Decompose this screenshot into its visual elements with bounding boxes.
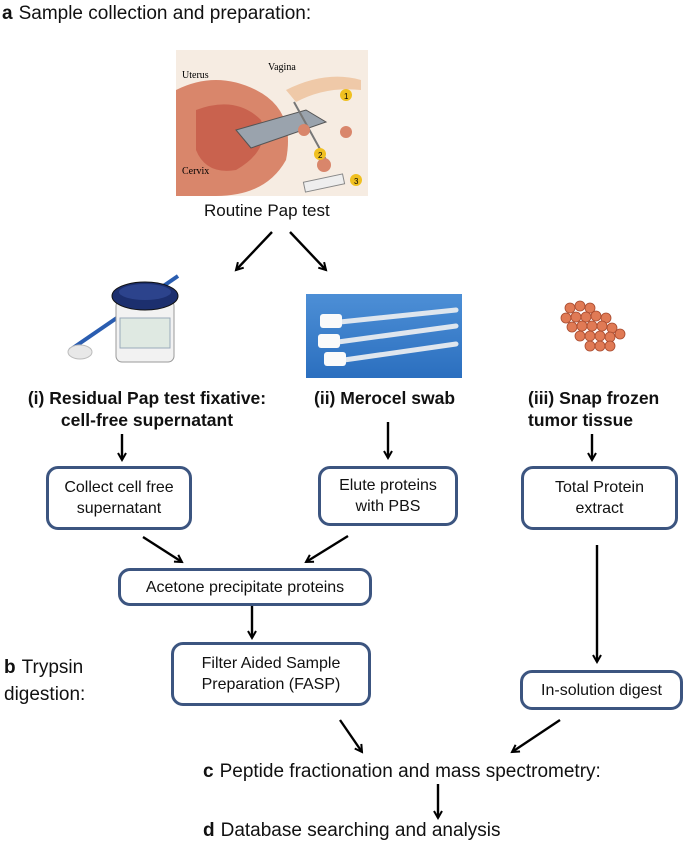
arrow-fasp-to-c [339, 719, 362, 752]
section-c-letter: c [203, 761, 214, 782]
collect-supernatant-box: Collect cell free supernatant [46, 466, 192, 530]
collect-box-line2: supernatant [76, 500, 162, 517]
section-a-text: Sample collection and preparation: [18, 3, 312, 24]
acetone-precipitate-box: Acetone precipitate proteins [118, 568, 372, 606]
merocel-swab-image [306, 294, 462, 378]
elute-box-line2: with PBS [355, 498, 421, 515]
tumor-tissue-image [560, 300, 626, 352]
section-d-letter: d [203, 820, 215, 841]
total-box-line2: extract [575, 500, 624, 517]
section-b-line1: Trypsin [21, 657, 84, 678]
branch-iii-label: (iii) Snap frozen tumor tissue [528, 387, 659, 431]
total-box-line1: Total Protein [555, 479, 644, 496]
elute-box-line1: Elute proteins [339, 477, 437, 494]
pap-test-illustration: 1 2 3 Uterus Vagina Cervix [176, 50, 368, 196]
section-a-letter: a [2, 3, 13, 24]
illustration-label-vagina: Vagina [268, 62, 296, 73]
section-b-line2: digestion: [4, 684, 86, 705]
section-c-text: Peptide fractionation and mass spectrome… [219, 761, 601, 782]
section-d-text: Database searching and analysis [220, 820, 501, 841]
section-b-letter: b [4, 657, 16, 678]
total-protein-extract-box: Total Protein extract [521, 466, 678, 530]
arrow-insolution-to-c [512, 719, 561, 752]
illustration-step-3: 3 [354, 177, 359, 186]
branch-iii-line2: tumor tissue [528, 410, 634, 430]
illustration-step-2: 2 [318, 151, 323, 160]
illustration-step-1: 1 [344, 92, 349, 101]
branch-ii-label: (ii) Merocel swab [314, 388, 456, 408]
acetone-box-text: Acetone precipitate proteins [145, 578, 345, 596]
branch-i-line1: (i) Residual Pap test fixative: [27, 388, 267, 408]
branch-iii-line1: (iii) Snap frozen [528, 388, 660, 408]
insolution-box-text: In-solution digest [541, 681, 662, 699]
arrow-elute-to-acetone [306, 534, 349, 562]
branch-i-label: (i) Residual Pap test fixative: cell-fre… [2, 387, 292, 431]
pap-fixative-jar-image [67, 274, 180, 363]
arrow-collect-to-acetone [142, 535, 182, 562]
illustration-label-cervix: Cervix [182, 166, 209, 177]
collect-box-line1: Collect cell free [64, 479, 174, 496]
branch-i-line2: cell-free supernatant [60, 410, 234, 430]
fasp-box-line1: Filter Aided Sample [201, 655, 341, 672]
arrow-pap-to-swab [289, 231, 326, 270]
fasp-box-line2: Preparation (FASP) [201, 676, 341, 693]
elute-proteins-box: Elute proteins with PBS [318, 466, 458, 526]
routine-pap-test-label: Routine Pap test [204, 201, 330, 220]
in-solution-digest-box: In-solution digest [520, 670, 683, 710]
arrow-pap-to-fixative [236, 231, 273, 270]
illustration-label-uterus: Uterus [182, 70, 209, 81]
